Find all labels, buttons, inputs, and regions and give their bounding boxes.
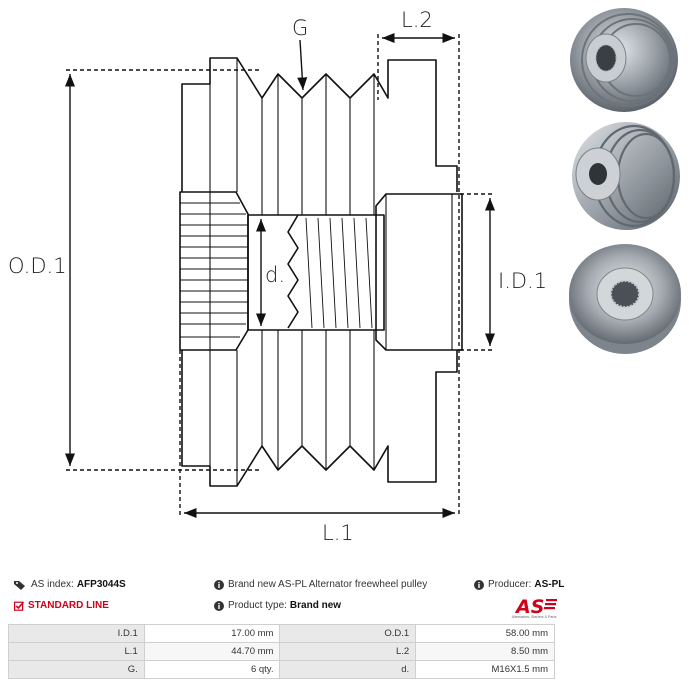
spec-key: O.D.1 [279,624,417,643]
info-icon [474,579,484,590]
table-row: I.D.1 17.00 mm O.D.1 58.00 mm [8,624,555,643]
product-photo-front [570,8,678,112]
producer: Producer: AS-PL [474,579,564,590]
table-row: L.1 44.70 mm L.2 8.50 mm [8,642,555,661]
product-line: STANDARD LINE [14,600,109,611]
label-l1: L.1 [322,521,354,545]
groove-lines [209,58,375,486]
pulley-upper-profile [181,57,458,192]
label-od1: O.D.1 [8,254,67,278]
product-photo-rear [569,244,681,354]
spline-hatch [180,202,248,338]
product-type-value: Brand new [289,600,342,611]
info-icon [214,579,224,590]
bore [247,214,385,331]
thread-profile [287,214,299,329]
product-type-label: Product type: [228,600,287,611]
info-icon [214,600,224,611]
g-leader [297,39,308,91]
description: Brand new AS-PL Alternator freewheel pul… [214,579,427,590]
pulley-lower-profile [181,350,458,487]
table-row: G. 6 qty. d. M16X1.5 mm [8,660,555,679]
spec-key: I.D.1 [8,624,145,643]
spec-value: 8.50 mm [415,642,555,661]
spec-value: 6 qty. [143,660,281,679]
as-pl-logo: AS [514,596,557,618]
label-d: d. [265,263,285,287]
spec-key: d. [279,660,417,679]
right-cap [375,193,463,351]
spec-value: 44.70 mm [143,642,281,661]
spec-value: 17.00 mm [143,624,281,643]
producer-value: AS-PL [534,579,565,590]
spec-value: 58.00 mm [415,624,555,643]
product-type: Product type: Brand new [214,600,341,611]
spec-key: L.2 [279,642,417,661]
description-text: Brand new AS-PL Alternator freewheel pul… [228,579,428,590]
as-index: AS index: AFP3044S [14,579,126,590]
spec-value: M16X1.5 mm [415,660,555,679]
svg-text:AS: AS [514,596,544,618]
spec-key: L.1 [8,642,145,661]
checkbox-checked-icon [14,601,24,611]
technical-drawing: G L.2 O.D.1 I.D.1 d. L.1 [8,8,547,545]
thread-lines [305,217,373,329]
as-index-label: AS index: [31,579,74,590]
as-index-value: AFP3044S [76,579,126,590]
label-id1: I.D.1 [498,269,547,293]
product-photo-angle [572,122,680,230]
spec-table: I.D.1 17.00 mm O.D.1 58.00 mm L.1 44.70 … [8,624,555,679]
logo-subtitle: Alternators, Starters & Parts [511,615,557,619]
tag-icon [14,580,25,590]
producer-label: Producer: [488,579,532,590]
spline-hub [179,191,249,351]
label-g: G [292,16,308,40]
spec-key: G. [8,660,145,679]
label-l2: L.2 [401,8,433,32]
product-line-text: STANDARD LINE [28,600,109,611]
